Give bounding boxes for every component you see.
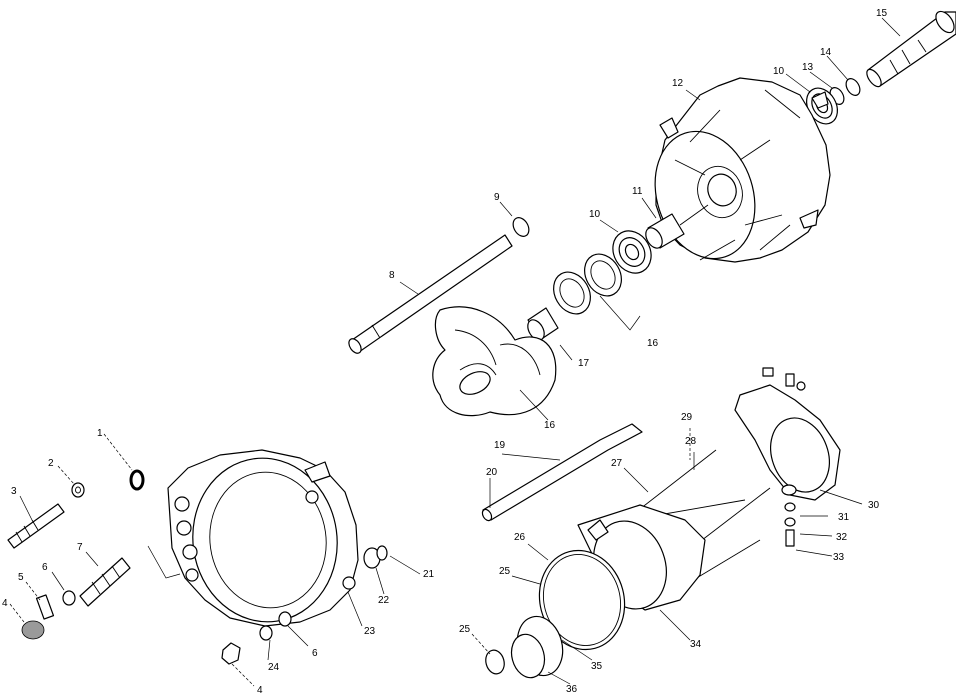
callout-19: 19: [494, 440, 506, 451]
callout-30: 29: [681, 412, 693, 423]
stud-part: [147, 545, 181, 579]
callout-4-lower: 4: [257, 685, 263, 694]
callout-17: 17: [578, 358, 590, 369]
callout-29: 28: [685, 436, 697, 447]
seal-part: [553, 253, 622, 315]
callout-25: 25: [459, 624, 471, 635]
bolt-part: [7, 503, 65, 549]
callout-13: 13: [802, 62, 814, 73]
callout-6: 6: [42, 562, 48, 573]
callout-6-lower: 6: [312, 648, 318, 659]
callout-16: 16: [647, 338, 659, 349]
callout-20: 20: [486, 467, 498, 478]
nut-part: [35, 594, 55, 620]
oring-part: [485, 649, 505, 675]
callout-4: 4: [2, 598, 8, 609]
callout-11: 11: [632, 186, 643, 197]
fastener-part: [784, 502, 796, 547]
callout-35: 34: [690, 639, 702, 650]
fitting-part: [79, 557, 131, 607]
steering-nozzle-part: [734, 367, 841, 501]
washer-part: [71, 482, 85, 498]
impeller-part: [432, 306, 557, 417]
callout-16-lower: 16: [544, 420, 556, 431]
callout-24: 24: [268, 662, 280, 673]
drive-shaft-part: [866, 10, 956, 88]
ring-part: [538, 549, 626, 651]
callout-27: 26: [514, 532, 526, 543]
jet-housing-part: [167, 449, 359, 627]
callout-36: 35: [591, 661, 603, 672]
callout-28: 27: [611, 458, 623, 469]
spacer-part: [527, 307, 559, 341]
callout-33: 32: [836, 532, 848, 543]
bearing-part: [612, 230, 652, 274]
washer-part: [259, 611, 292, 641]
nut-part: [221, 642, 241, 665]
callout-22: 22: [378, 595, 390, 606]
callout-5: 5: [18, 572, 24, 583]
bushing-part: [363, 545, 388, 569]
callout-15: 15: [876, 8, 888, 19]
leader-lines: [9, 17, 901, 687]
oring-part: [129, 469, 145, 491]
washer-part: [62, 590, 76, 606]
reducer-part: [510, 615, 564, 679]
callout-23: 23: [364, 626, 376, 637]
sleeve-part: [645, 213, 685, 249]
callout-25-b: 25: [499, 566, 511, 577]
callout-32: 31: [838, 512, 850, 523]
callout-labels: 1 2 3 4 5 6 7 8 9 10 10 11 12 13 14 15 1…: [2, 8, 888, 694]
callout-37: 36: [566, 684, 578, 694]
callout-9: 9: [494, 192, 500, 203]
callout-1: 1: [97, 428, 103, 439]
callout-12: 12: [672, 78, 684, 89]
callout-2: 2: [48, 458, 54, 469]
shaft-part: [348, 234, 513, 354]
callout-10: 10: [589, 209, 601, 220]
callout-34: 33: [833, 552, 845, 563]
callout-10-top: 10: [773, 66, 785, 77]
callout-31: 30: [868, 500, 880, 511]
tube-part: [481, 423, 643, 522]
callout-3: 3: [11, 486, 17, 497]
oring-part: [512, 217, 530, 237]
callout-21: 21: [423, 569, 435, 580]
callout-7: 7: [77, 542, 83, 553]
callout-14: 14: [820, 47, 832, 58]
cap-part: [21, 620, 45, 640]
callout-8: 8: [389, 270, 395, 281]
